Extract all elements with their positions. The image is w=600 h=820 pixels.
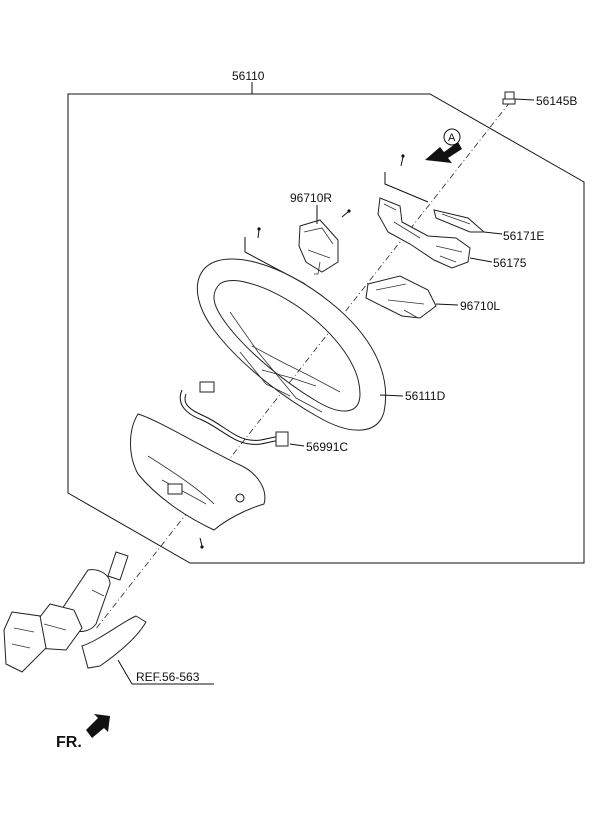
group-bracket-upper — [384, 172, 429, 203]
label-front: FR. — [56, 734, 82, 751]
steering-wheel-56111d — [196, 258, 404, 431]
assembly-boundary — [67, 93, 585, 564]
label-view-a: A — [448, 132, 456, 144]
screw-top — [400, 154, 405, 167]
label-56175: 56175 — [493, 256, 527, 270]
screw-right — [341, 209, 351, 218]
front-arrow-icon — [86, 714, 110, 738]
steering-column — [3, 551, 214, 685]
wiring-harness-56991c — [179, 381, 305, 447]
label-56145b: 56145B — [536, 94, 577, 108]
screw-left — [257, 227, 261, 239]
label-96710l: 96710L — [460, 299, 500, 313]
axis-line — [94, 101, 511, 631]
label-ref-56-563: REF.56-563 — [136, 670, 200, 684]
switch-96710r — [298, 205, 339, 275]
bracket-56175 — [377, 197, 493, 269]
label-56171e: 56171E — [503, 229, 544, 243]
bolt-56145b — [502, 91, 535, 105]
label-56111d: 56111D — [405, 389, 446, 403]
label-56110: 56110 — [232, 69, 265, 83]
cover-56171e — [433, 209, 503, 235]
airbag-cover — [130, 413, 266, 531]
label-56991c: 56991C — [306, 440, 348, 454]
view-arrow-a — [425, 128, 462, 163]
screw-bottom — [199, 537, 204, 549]
label-96710r: 96710R — [290, 191, 332, 205]
switch-96710l — [365, 275, 459, 319]
